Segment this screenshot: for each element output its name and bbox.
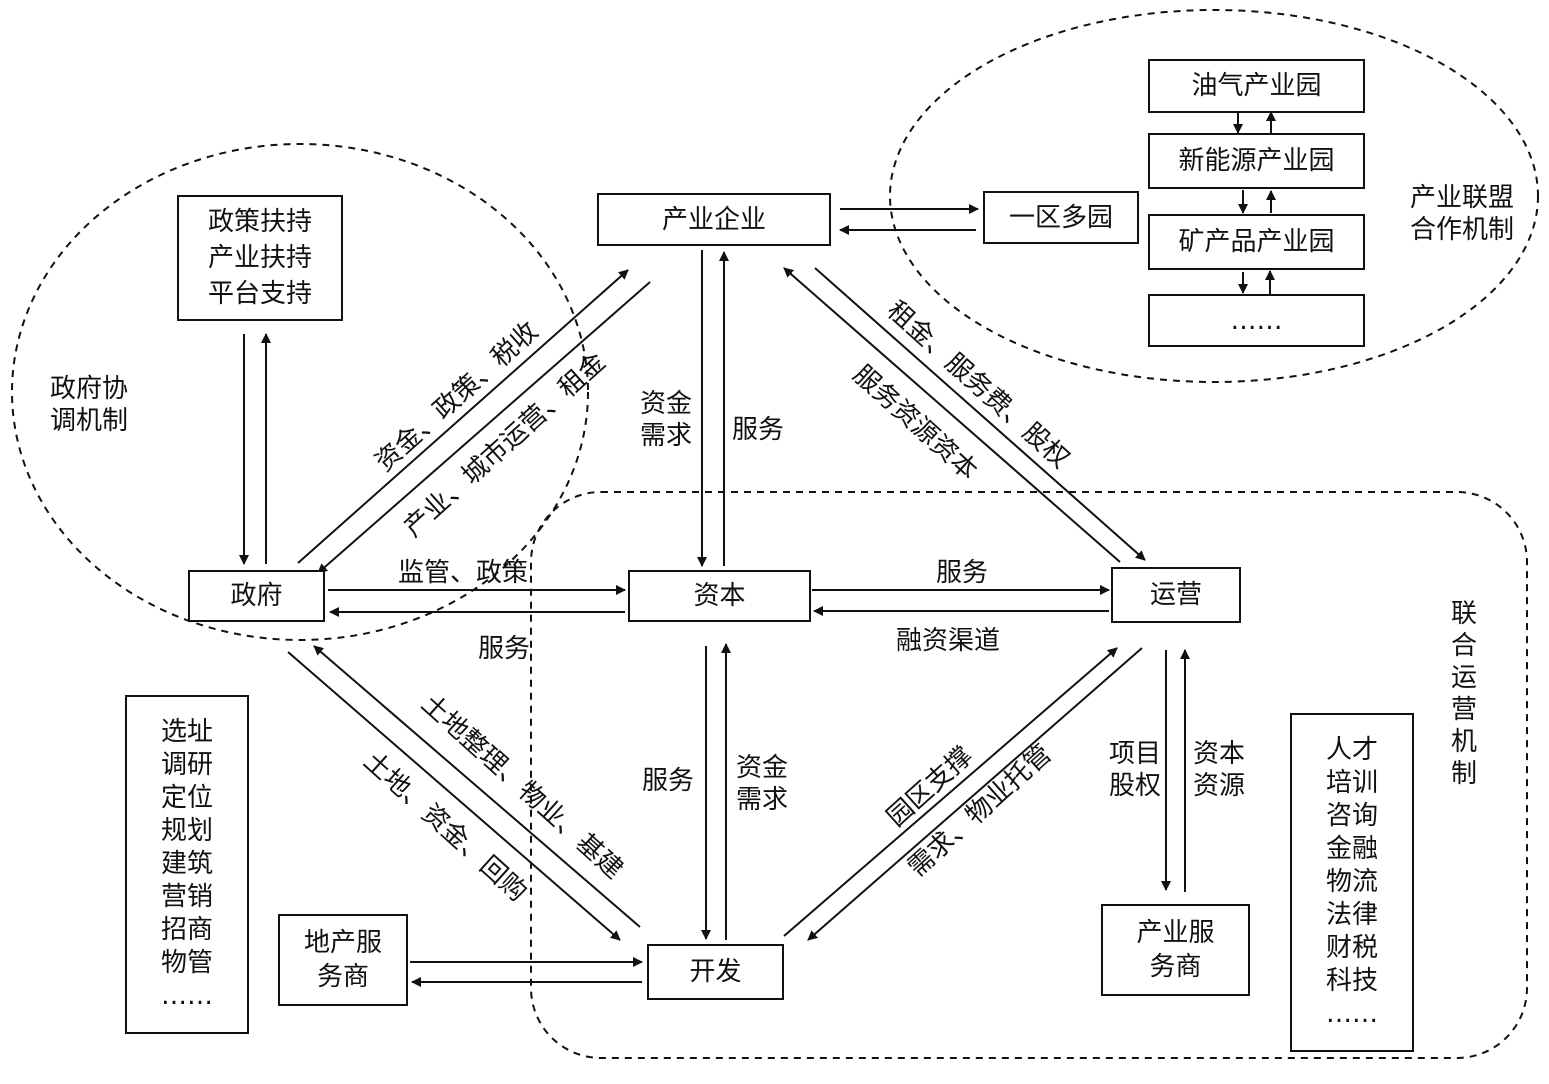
- label-capital-operation-service: 服务: [936, 558, 989, 588]
- node-development[interactable]: 开发: [647, 944, 784, 1000]
- node-park-more[interactable]: ……: [1148, 294, 1365, 347]
- node-park-new-energy[interactable]: 新能源产业园: [1148, 133, 1365, 189]
- arrow-enterprise-to-operation: [814, 267, 1146, 561]
- dev-services-list: 选址 调研 定位 规划 建筑 营销 招商 物管 ……: [125, 695, 249, 1034]
- node-industry-enterprise[interactable]: 产业企业: [597, 193, 831, 246]
- arrow-development-to-operation: [783, 647, 1118, 937]
- arrow-government-to-development: [287, 651, 621, 941]
- label-capital-enterprise-service: 服务: [732, 415, 785, 445]
- arrow-development-to-government: [313, 645, 641, 928]
- alliance-mechanism-label: 产业联盟 合作机制: [1409, 183, 1514, 245]
- government-mechanism-region: [11, 143, 589, 641]
- arrow-operation-to-development: [807, 647, 1143, 941]
- label-capital-development-service: 服务: [642, 766, 695, 796]
- label-government-capital: 监管、政策: [398, 558, 529, 588]
- alliance-mechanism-region: [889, 9, 1539, 383]
- node-government[interactable]: 政府: [188, 570, 325, 622]
- node-one-zone-multi-park[interactable]: 一区多园: [983, 191, 1139, 244]
- arrow-government-to-enterprise: [297, 269, 629, 564]
- node-park-oil-gas[interactable]: 油气产业园: [1148, 59, 1365, 113]
- joint-operation-label: 联 合 运 营 机 制: [1450, 599, 1477, 789]
- arrow-enterprise-to-government: [317, 281, 651, 574]
- label-operation-service-equity: 项目 股权: [1108, 739, 1161, 801]
- label-service-operation-resource: 资本 资源: [1192, 739, 1245, 801]
- label-capital-government-service: 服务: [478, 634, 531, 664]
- arrow-operation-to-enterprise: [783, 267, 1121, 563]
- label-development-capital-demand: 资金 需求: [735, 753, 788, 815]
- node-park-mineral[interactable]: 矿产品产业园: [1148, 214, 1365, 270]
- government-mechanism-label: 政府协 调机制: [50, 374, 129, 436]
- node-capital[interactable]: 资本: [628, 570, 811, 622]
- node-real-estate-service[interactable]: 地产服 务商: [278, 914, 408, 1006]
- label-enterprise-capital-demand: 资金 需求: [639, 389, 692, 451]
- joint-operation-region: [530, 491, 1528, 1059]
- label-operation-capital: 融资渠道: [896, 626, 1001, 656]
- node-policy-support[interactable]: 政策扶持 产业扶持 平台支持: [177, 195, 343, 321]
- node-operation[interactable]: 运营: [1111, 567, 1241, 623]
- node-industry-service[interactable]: 产业服 务商: [1101, 904, 1250, 996]
- industry-services-list: 人才 培训 咨询 金融 物流 法律 财税 科技 ……: [1290, 713, 1414, 1052]
